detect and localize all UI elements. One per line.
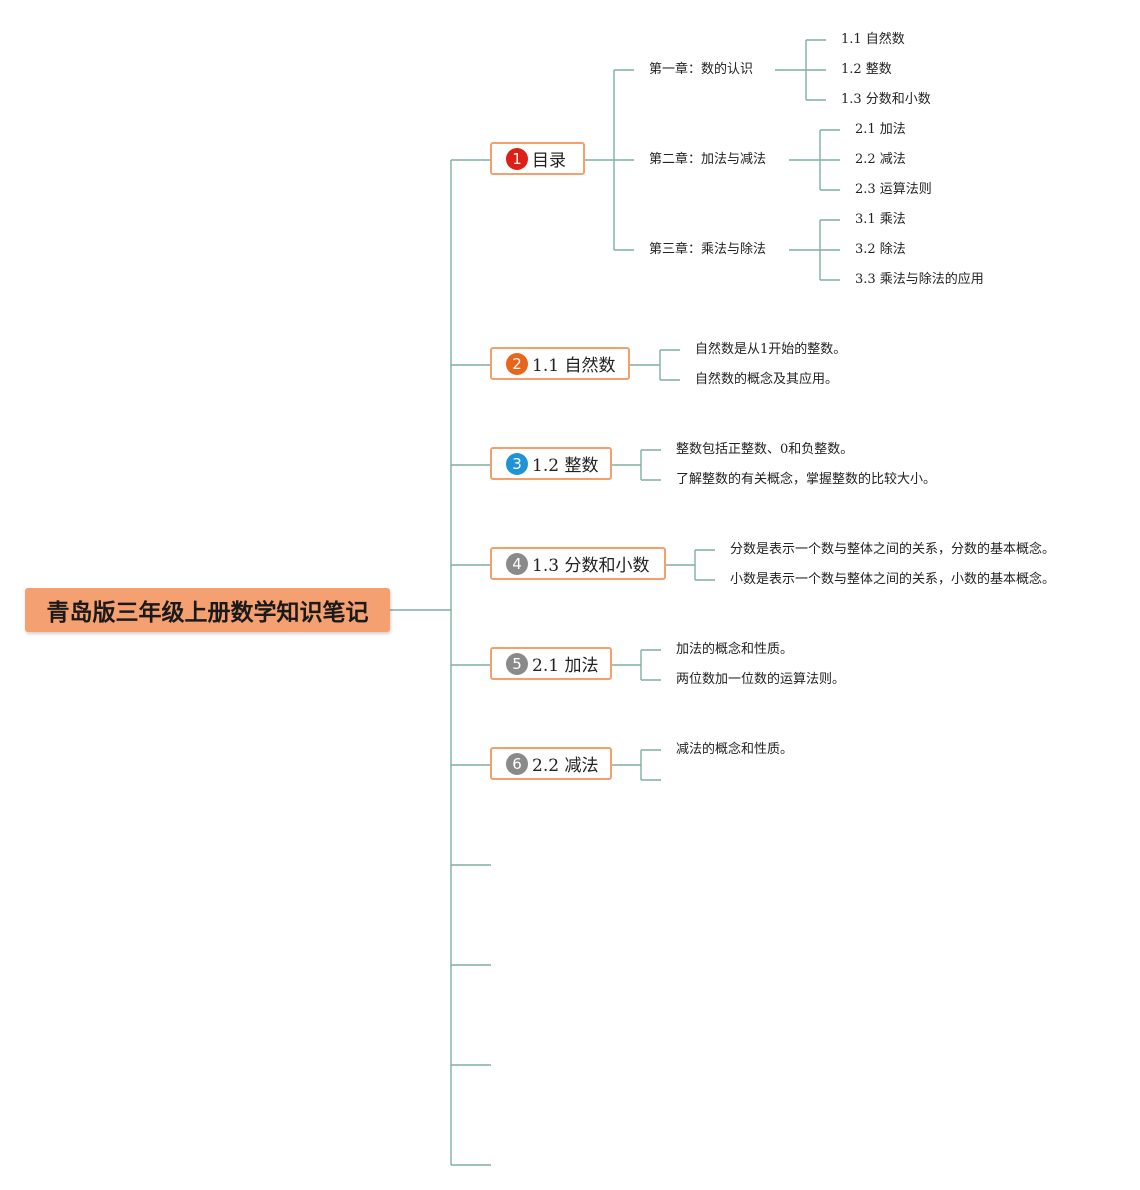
number-badge-5: 5	[506, 652, 528, 675]
note-item[interactable]: 整数包括正整数、0和负整数。	[676, 442, 854, 457]
topic-fractions-decimals[interactable]: 4 1.3 分数和小数	[490, 547, 666, 580]
topic-label: 目录	[532, 151, 566, 171]
topic-label: 1.1 自然数	[532, 356, 616, 376]
note-item[interactable]: 加法的概念和性质。	[676, 642, 794, 657]
note-item[interactable]: 自然数是从1开始的整数。	[695, 342, 847, 357]
toc-item[interactable]: 3.2 除法	[855, 242, 906, 257]
topic-contents[interactable]: 1 目录	[490, 142, 585, 175]
toc-item[interactable]: 1.1 自然数	[841, 32, 905, 47]
number-badge-4: 4	[506, 552, 528, 575]
topic-addition[interactable]: 5 2.1 加法	[490, 647, 612, 680]
note-item[interactable]: 自然数的概念及其应用。	[695, 372, 839, 387]
topic-label: 1.2 整数	[532, 456, 599, 476]
toc-item[interactable]: 2.3 运算法则	[855, 182, 932, 197]
note-item[interactable]: 两位数加一位数的运算法则。	[676, 672, 846, 687]
topic-integers[interactable]: 3 1.2 整数	[490, 447, 612, 480]
chapter-1[interactable]: 第一章：数的认识	[649, 62, 754, 77]
chapter-3[interactable]: 第三章：乘法与除法	[649, 242, 767, 257]
topic-label: 1.3 分数和小数	[532, 556, 650, 576]
topic-subtraction[interactable]: 6 2.2 减法	[490, 747, 612, 780]
topic-label: 2.1 加法	[532, 656, 599, 676]
note-item[interactable]: 分数是表示一个数与整体之间的关系，分数的基本概念。	[730, 542, 1056, 557]
chapter-2[interactable]: 第二章：加法与减法	[649, 152, 767, 167]
toc-item[interactable]: 2.2 减法	[855, 152, 906, 167]
toc-item[interactable]: 3.3 乘法与除法的应用	[855, 272, 984, 287]
central-topic[interactable]: 青岛版三年级上册数学知识笔记	[25, 588, 390, 632]
number-badge-6: 6	[506, 752, 528, 775]
toc-item[interactable]: 1.2 整数	[841, 62, 892, 77]
note-item[interactable]: 了解整数的有关概念，掌握整数的比较大小。	[676, 472, 937, 487]
number-badge-2: 2	[506, 352, 528, 375]
topic-label: 2.2 减法	[532, 756, 599, 776]
topic-natural-numbers[interactable]: 2 1.1 自然数	[490, 347, 630, 380]
toc-item[interactable]: 3.1 乘法	[855, 212, 906, 227]
number-badge-1: 1	[506, 147, 528, 170]
note-item[interactable]: 小数是表示一个数与整体之间的关系，小数的基本概念。	[730, 572, 1056, 587]
toc-item[interactable]: 2.1 加法	[855, 122, 906, 137]
note-item[interactable]: 减法的概念和性质。	[676, 742, 794, 757]
number-badge-3: 3	[506, 452, 528, 475]
toc-item[interactable]: 1.3 分数和小数	[841, 92, 931, 107]
